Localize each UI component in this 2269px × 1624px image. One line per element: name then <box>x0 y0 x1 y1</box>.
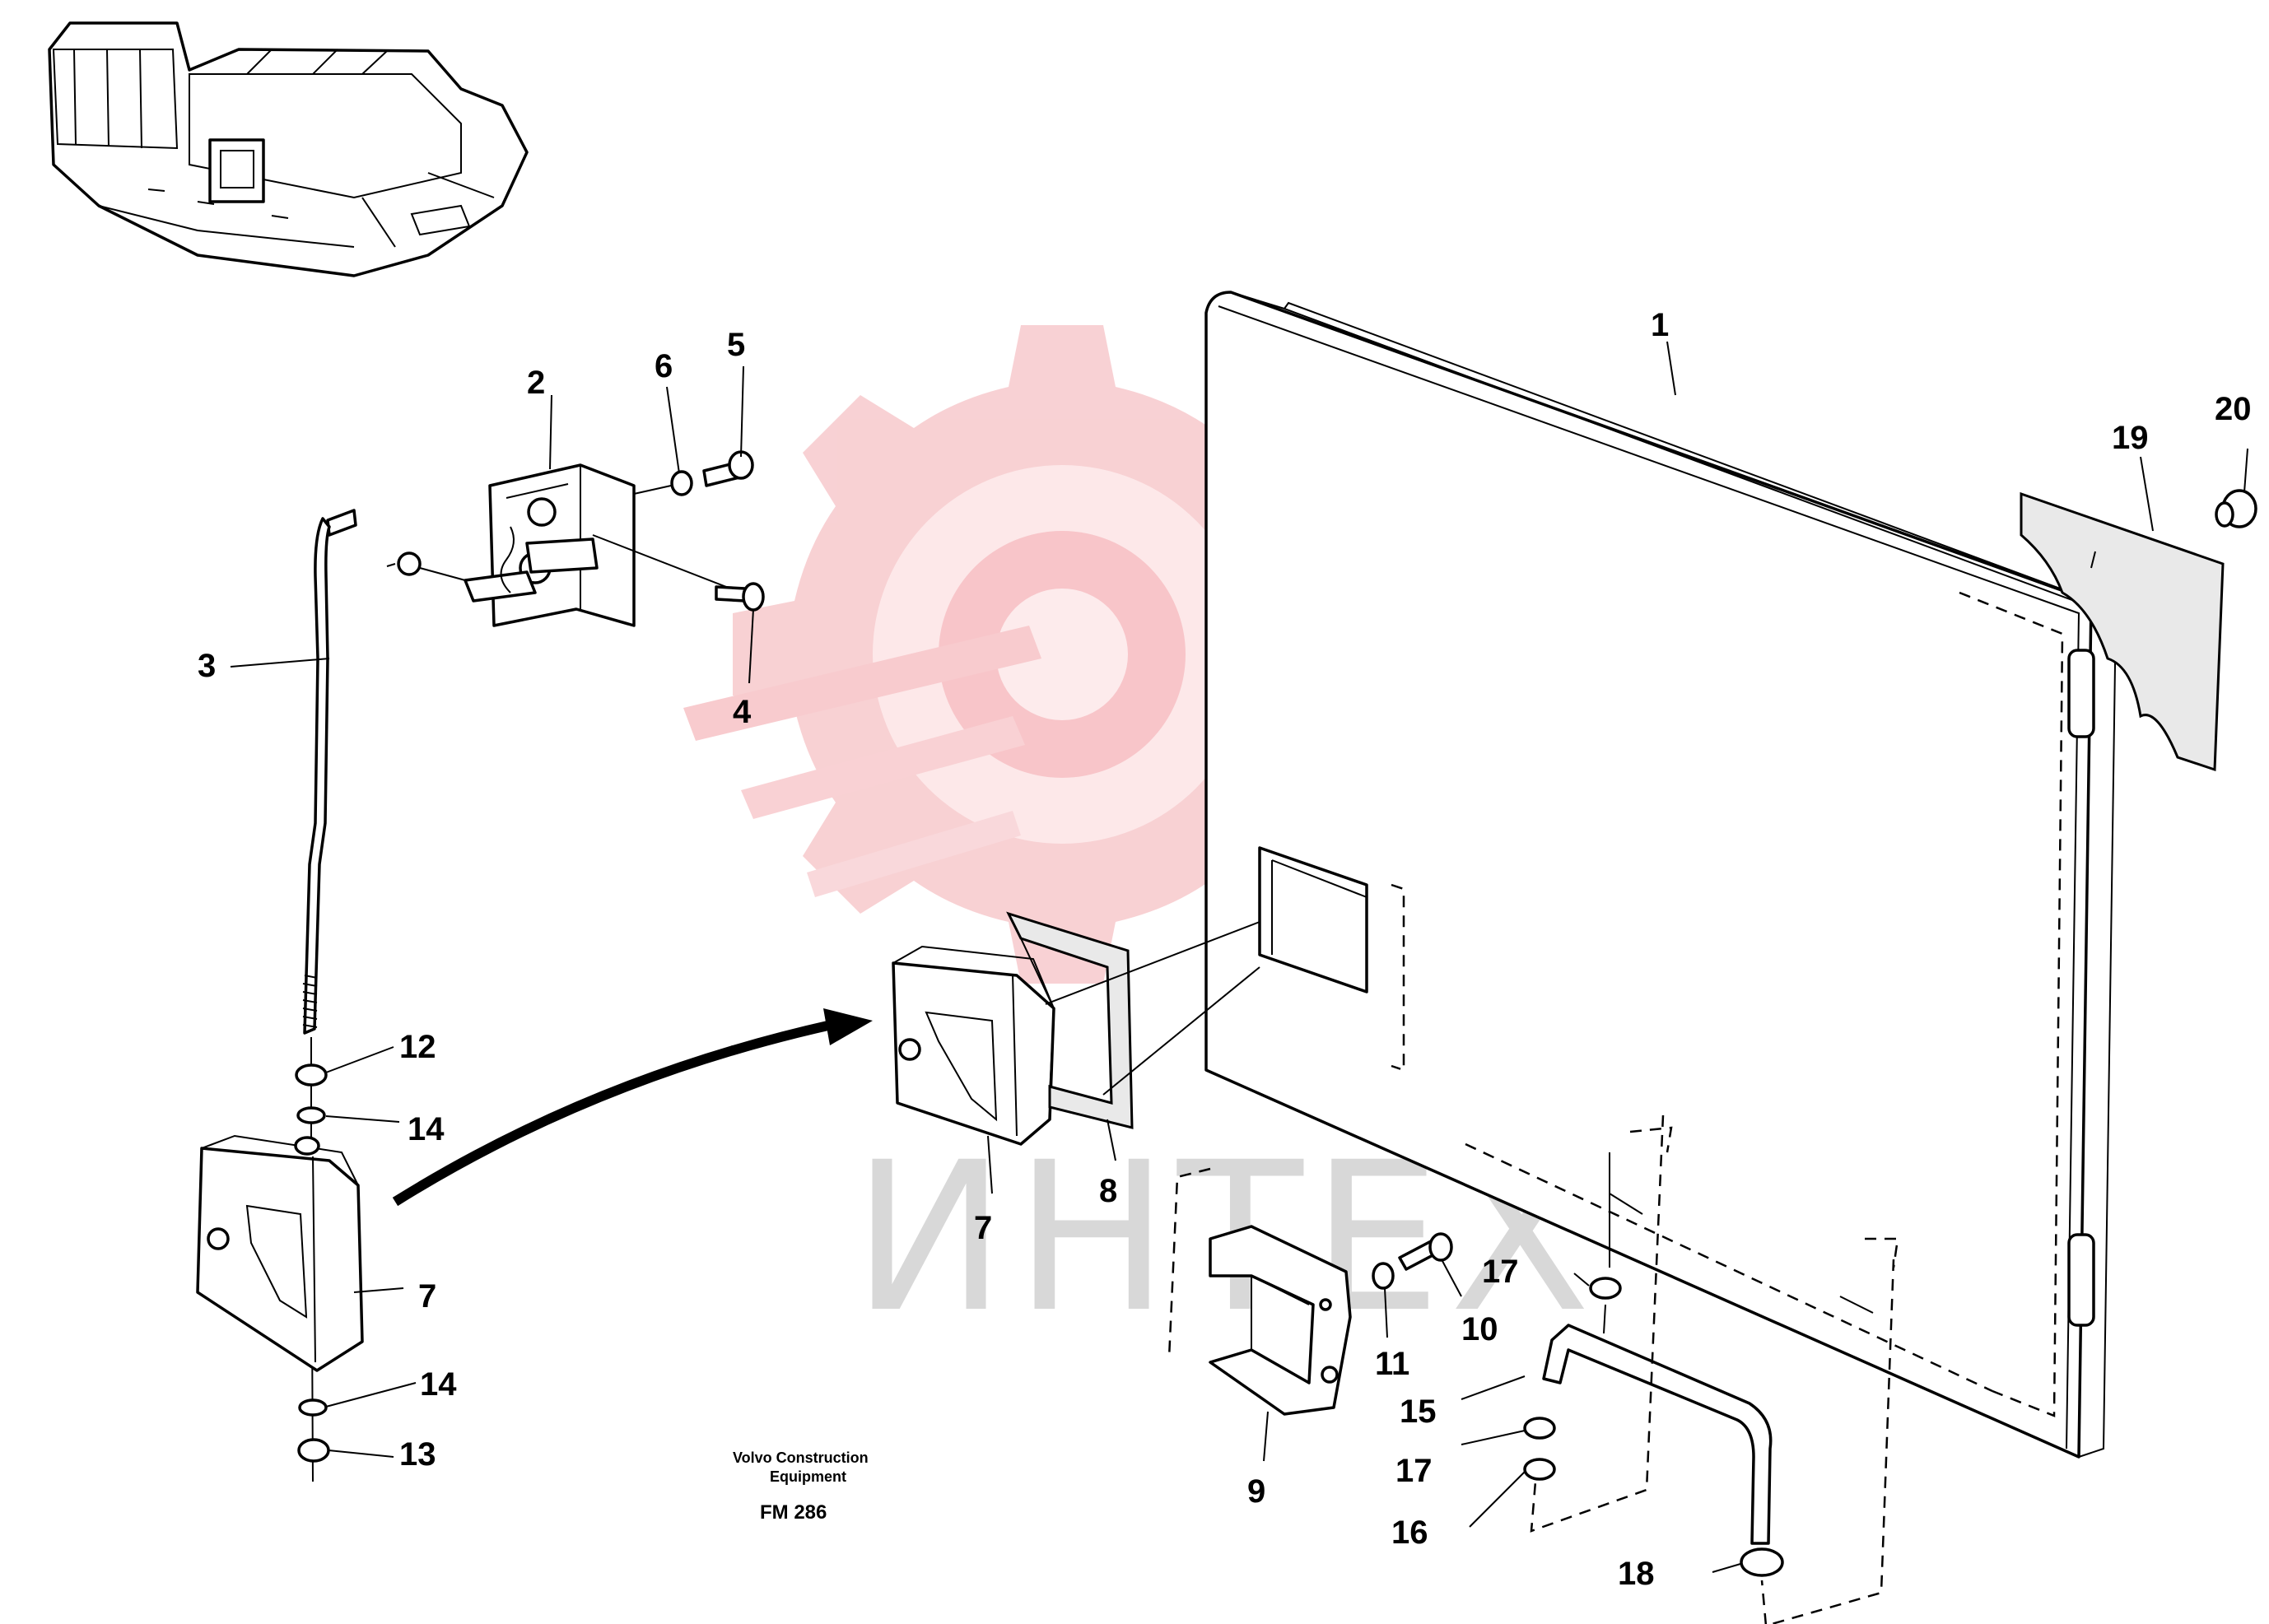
callout-14-top: 14 <box>408 1111 445 1147</box>
figure-code: FM 286 <box>760 1501 827 1524</box>
washer-11 <box>1372 1262 1395 1290</box>
callout-4: 4 <box>733 694 752 730</box>
callout-7-left: 7 <box>418 1278 436 1315</box>
door-handle-middle <box>892 945 1055 1146</box>
callout-7-middle: 7 <box>974 1210 992 1246</box>
callout-8: 8 <box>1099 1173 1117 1209</box>
screw-20 <box>2215 489 2257 528</box>
callout-17-top: 17 <box>1482 1254 1519 1290</box>
direction-arrow <box>392 1008 873 1207</box>
washer-14a <box>296 1106 326 1124</box>
nut-12 <box>295 1063 328 1087</box>
handle-bracket <box>1167 1167 1352 1416</box>
door-handle-left <box>196 1134 364 1372</box>
callout-3: 3 <box>198 648 216 684</box>
seal-strip <box>2020 491 2225 772</box>
callout-2: 2 <box>527 365 545 401</box>
callout-16: 16 <box>1391 1515 1428 1551</box>
leader-lines <box>230 341 2248 1573</box>
callout-12: 12 <box>399 1029 436 1065</box>
callout-5: 5 <box>727 327 745 363</box>
callout-13: 13 <box>399 1436 436 1473</box>
latch-bracket <box>464 463 636 627</box>
washer-6 <box>633 470 693 496</box>
callout-labels: 1 2 3 4 5 6 7 7 8 9 10 11 12 13 14 14 15… <box>198 307 2252 1592</box>
callout-9: 9 <box>1247 1473 1265 1510</box>
publisher-line-2: Equipment <box>770 1468 846 1485</box>
latch-rod <box>302 509 466 1035</box>
callout-15: 15 <box>1400 1394 1437 1430</box>
callout-6: 6 <box>655 348 673 384</box>
gasket <box>1006 911 1260 1129</box>
callout-1: 1 <box>1651 307 1669 343</box>
callout-17-bottom: 17 <box>1395 1453 1433 1489</box>
callout-10: 10 <box>1461 1311 1498 1347</box>
screw-5 <box>702 450 754 487</box>
nut-13 <box>297 1438 330 1463</box>
callout-18: 18 <box>1618 1556 1655 1592</box>
callout-20: 20 <box>2215 391 2252 427</box>
screw-10 <box>1398 1232 1453 1271</box>
machine-location-thumbnail <box>48 21 529 277</box>
publisher-line-1: Volvo Construction <box>733 1450 869 1466</box>
callout-19: 19 <box>2112 420 2149 456</box>
callout-14-bottom: 14 <box>420 1366 457 1403</box>
washer-14b <box>298 1398 328 1417</box>
callout-11: 11 <box>1375 1346 1409 1382</box>
grab-handle <box>1523 1114 1895 1624</box>
